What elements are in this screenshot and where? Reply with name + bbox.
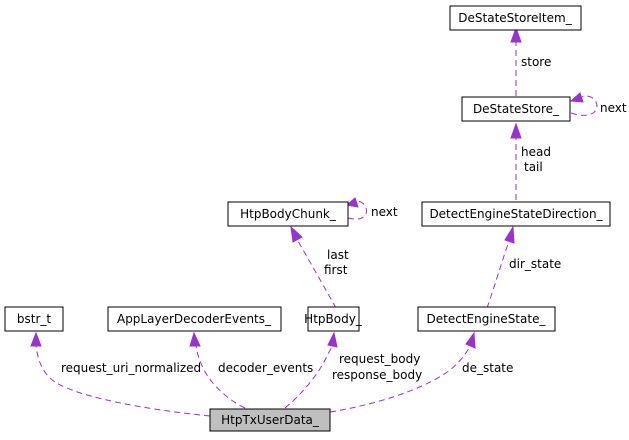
node-detect-engine-state[interactable]: DetectEngineState_ — [417, 306, 556, 332]
label-tail: tail — [524, 160, 543, 174]
edge-head-tail — [510, 122, 522, 200]
node-app-layer-decoder-events-label: AppLayerDecoderEvents_ — [117, 312, 272, 326]
node-htp-body-chunk[interactable]: HtpBodyChunk_ — [227, 201, 349, 227]
label-head: head — [521, 145, 551, 159]
label-response-body: response_body — [332, 368, 422, 382]
node-bstr-t[interactable]: bstr_t — [4, 306, 64, 332]
node-bstr-t-label: bstr_t — [17, 312, 52, 326]
edge-de-state — [329, 331, 476, 413]
node-detect-engine-state-label: DetectEngineState_ — [427, 312, 547, 326]
edge-store-next — [569, 92, 598, 116]
node-htp-body-label: HtpBody_ — [304, 312, 363, 326]
node-de-state-store[interactable]: DeStateStore_ — [461, 96, 571, 122]
node-de-state-store-item-label: DeStateStoreItem_ — [458, 11, 572, 25]
label-chunk-next: next — [371, 205, 398, 219]
node-app-layer-decoder-events[interactable]: AppLayerDecoderEvents_ — [107, 306, 282, 332]
edge-request-uri-normalized — [30, 331, 211, 417]
label-request-uri-normalized: request_uri_normalized — [61, 361, 201, 375]
label-first: first — [324, 263, 348, 277]
label-store-next: next — [600, 101, 627, 115]
node-detect-engine-state-direction-label: DetectEngineStateDirection_ — [429, 207, 603, 221]
node-htp-tx-user-data[interactable]: HtpTxUserData_ — [209, 408, 331, 432]
label-store: store — [521, 55, 551, 69]
node-de-state-store-label: DeStateStore_ — [473, 102, 560, 116]
edge-dir-state — [486, 225, 515, 309]
node-htp-body-chunk-label: HtpBodyChunk_ — [240, 207, 337, 221]
edge-last-first — [290, 225, 337, 309]
edge-request-response-body — [284, 331, 338, 409]
label-de-state: de_state — [462, 361, 513, 375]
node-detect-engine-state-direction[interactable]: DetectEngineStateDirection_ — [421, 201, 611, 227]
node-htp-body[interactable]: HtpBody_ — [304, 306, 363, 332]
node-htp-tx-user-data-label: HtpTxUserData_ — [221, 413, 320, 427]
label-decoder-events: decoder_events — [218, 361, 313, 375]
edge-store — [510, 26, 522, 96]
label-last: last — [327, 248, 349, 262]
edge-decoder-events — [189, 331, 246, 409]
label-request-body: request_body — [339, 352, 420, 366]
edge-chunk-next — [345, 197, 367, 220]
node-de-state-store-item[interactable]: DeStateStoreItem_ — [449, 5, 582, 31]
label-dir-state: dir_state — [509, 257, 561, 271]
